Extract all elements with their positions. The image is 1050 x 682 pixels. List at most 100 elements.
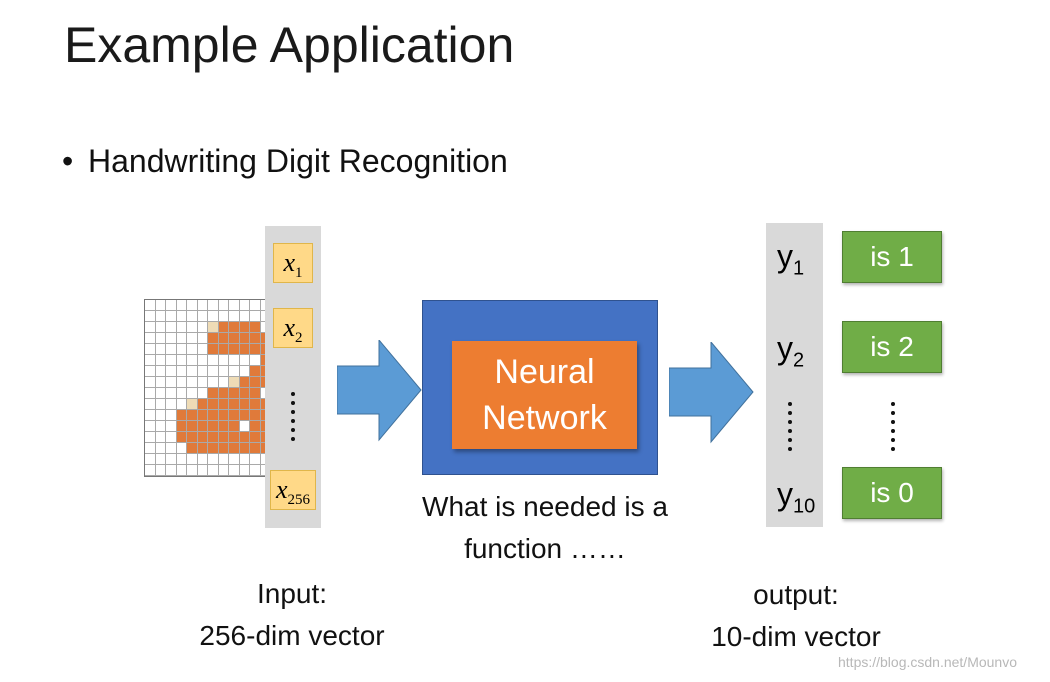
digit-pixel	[239, 366, 250, 377]
output-label-line2: 10-dim vector	[711, 621, 881, 652]
digit-pixel	[187, 454, 198, 465]
digit-pixel	[166, 300, 177, 311]
digit-pixel	[166, 421, 177, 432]
digit-pixel	[187, 443, 198, 454]
digit-pixel	[218, 300, 229, 311]
digit-pixel	[176, 344, 187, 355]
digit-pixel	[218, 355, 229, 366]
digit-pixel	[229, 432, 240, 443]
digit-pixel	[155, 300, 166, 311]
neural-network-block: Neural Network	[452, 341, 637, 449]
digit-pixel	[218, 432, 229, 443]
digit-pixel	[218, 421, 229, 432]
digit-pixel	[250, 410, 261, 421]
digit-pixel	[218, 454, 229, 465]
digit-pixel	[239, 432, 250, 443]
class-label-is-0: is 0	[842, 467, 942, 519]
digit-pixel	[197, 399, 208, 410]
digit-pixel	[250, 432, 261, 443]
digit-pixel	[155, 432, 166, 443]
digit-pixel	[176, 410, 187, 421]
digit-pixel	[229, 454, 240, 465]
bullet-text: Handwriting Digit Recognition	[88, 143, 508, 179]
digit-pixel	[187, 432, 198, 443]
digit-pixel	[145, 410, 156, 421]
digit-pixel	[250, 443, 261, 454]
digit-pixel	[197, 443, 208, 454]
digit-pixel	[197, 344, 208, 355]
digit-pixel	[155, 311, 166, 322]
digit-pixel	[187, 388, 198, 399]
digit-pixel	[197, 311, 208, 322]
digit-pixel	[250, 399, 261, 410]
caption-line2: function ……	[464, 533, 626, 564]
digit-pixel	[145, 366, 156, 377]
digit-pixel	[218, 465, 229, 476]
digit-pixel	[166, 333, 177, 344]
input-element-x256: x256	[270, 470, 316, 510]
digit-pixel	[155, 421, 166, 432]
digit-pixel	[176, 465, 187, 476]
digit-pixel	[155, 333, 166, 344]
digit-pixel	[229, 366, 240, 377]
digit-pixel	[197, 454, 208, 465]
digit-pixel	[250, 300, 261, 311]
digit-pixel	[166, 399, 177, 410]
label-ellipsis-dots	[889, 402, 897, 456]
digit-pixel	[239, 311, 250, 322]
digit-pixel	[145, 333, 156, 344]
digit-pixel	[229, 465, 240, 476]
digit-pixel	[229, 421, 240, 432]
digit-pixel	[145, 399, 156, 410]
digit-pixel	[166, 465, 177, 476]
output-label: output: 10-dim vector	[686, 574, 906, 658]
digit-pixel	[145, 388, 156, 399]
watermark: https://blog.csdn.net/Mounvo	[838, 654, 1017, 670]
digit-pixel	[187, 300, 198, 311]
output-element-y2: y2	[777, 330, 805, 372]
digit-pixel	[166, 443, 177, 454]
digit-pixel	[145, 377, 156, 388]
digit-pixel	[145, 311, 156, 322]
digit-pixel	[208, 454, 219, 465]
digit-pixel	[176, 432, 187, 443]
digit-pixel	[229, 322, 240, 333]
digit-pixel	[208, 388, 219, 399]
input-element-x2: x2	[273, 308, 313, 348]
digit-pixel	[187, 366, 198, 377]
digit-pixel	[155, 322, 166, 333]
digit-pixel	[208, 311, 219, 322]
digit-pixel	[239, 443, 250, 454]
digit-pixel	[208, 465, 219, 476]
digit-pixel	[208, 421, 219, 432]
output-vector-strip	[766, 223, 823, 527]
digit-pixel	[250, 465, 261, 476]
digit-pixel	[187, 399, 198, 410]
digit-pixel	[176, 399, 187, 410]
digit-pixel	[239, 355, 250, 366]
function-caption: What is needed is a function ……	[380, 486, 710, 570]
digit-pixel	[197, 355, 208, 366]
digit-pixel	[145, 443, 156, 454]
digit-pixel	[208, 399, 219, 410]
digit-pixel	[145, 344, 156, 355]
digit-pixel	[176, 333, 187, 344]
digit-pixel	[218, 377, 229, 388]
output-ellipsis-dots	[786, 402, 794, 456]
digit-pixel	[166, 377, 177, 388]
digit-pixel	[250, 322, 261, 333]
digit-pixel	[229, 377, 240, 388]
right-arrow-icon	[669, 342, 754, 444]
input-element-x1: x1	[273, 243, 313, 283]
digit-pixel	[197, 465, 208, 476]
digit-pixel	[239, 377, 250, 388]
digit-pixel	[197, 410, 208, 421]
digit-pixel	[176, 300, 187, 311]
digit-pixel	[208, 366, 219, 377]
digit-pixel	[239, 465, 250, 476]
digit-pixel	[176, 311, 187, 322]
digit-pixel	[166, 366, 177, 377]
digit-pixel	[229, 311, 240, 322]
output-element-y1: y1	[777, 238, 805, 280]
digit-pixel	[218, 443, 229, 454]
